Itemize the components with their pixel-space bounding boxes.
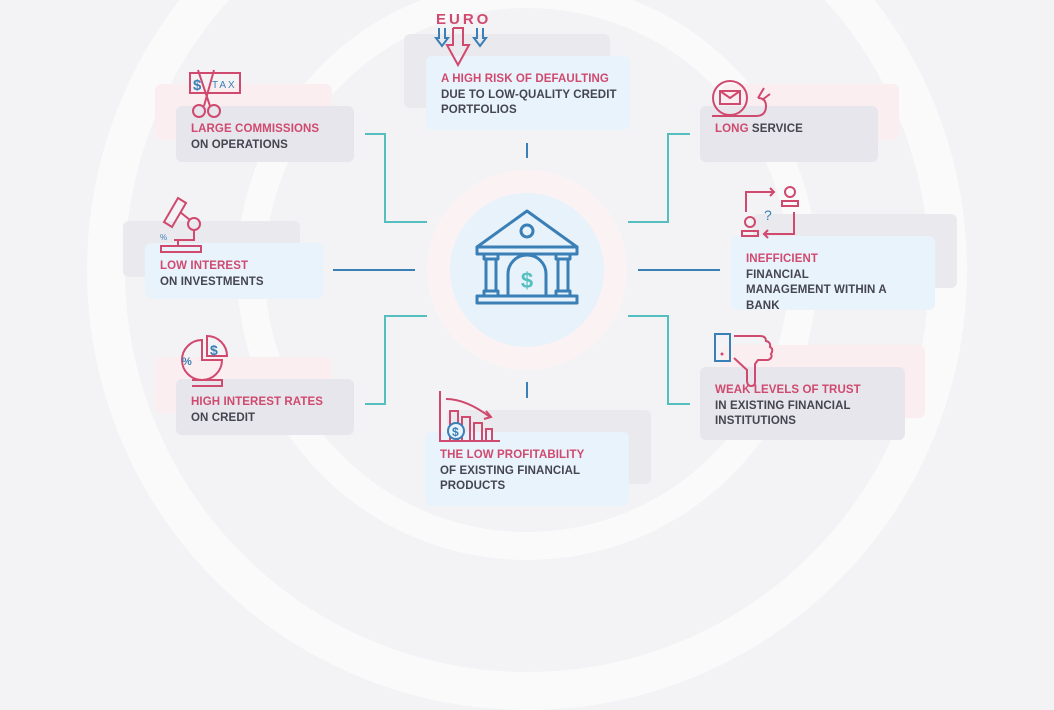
svg-text:$: $	[193, 77, 202, 94]
svg-text:$: $	[521, 268, 533, 293]
card-default-risk	[426, 56, 630, 130]
connector-bottom-right	[667, 403, 690, 405]
connector-top-right-v	[667, 133, 669, 223]
connector-top-left	[365, 133, 386, 135]
svg-text:TAX: TAX	[212, 80, 237, 91]
connector-bottom-left	[365, 403, 386, 405]
percent-pie-icon: % $	[181, 334, 229, 387]
svg-text:$: $	[452, 425, 459, 439]
connector-bottom-left-h	[384, 315, 427, 317]
svg-text:%: %	[182, 356, 192, 368]
connector-bottom-right-v	[667, 315, 669, 405]
connector-bottom	[526, 382, 528, 398]
connector-top-right-h	[628, 221, 669, 223]
bank-icon: $	[475, 209, 579, 305]
center-inner-circle	[450, 193, 604, 347]
connector-mid-right	[638, 269, 720, 271]
scissors-tax-icon: $ TAX	[189, 69, 241, 118]
card-high-rates	[176, 379, 354, 435]
connector-top	[526, 143, 528, 158]
svg-text:$: $	[210, 342, 218, 358]
connector-top-left-h	[384, 221, 427, 223]
card-low-profitability	[425, 432, 629, 506]
euro-down-arrows-icon: EURO	[434, 11, 491, 68]
declining-chart-icon: $	[439, 391, 500, 442]
users-question-icon: ?	[741, 186, 799, 239]
svg-text:EURO: EURO	[436, 11, 491, 28]
microscope-icon: %	[160, 196, 202, 253]
card-inefficient	[731, 236, 935, 310]
svg-text:?: ?	[764, 207, 772, 223]
item-text: LONG SERVICE	[715, 123, 803, 135]
card-weak-trust	[700, 367, 905, 440]
card-large-commissions	[176, 106, 354, 162]
connector-bottom-left-v	[384, 315, 386, 405]
connector-bottom-right-h	[628, 315, 669, 317]
connector-top-right	[667, 133, 690, 135]
connector-mid-left	[333, 269, 415, 271]
svg-text:%: %	[160, 233, 167, 242]
thumbs-down-icon	[714, 333, 774, 388]
connector-top-left-v	[384, 133, 386, 223]
snail-mail-icon	[712, 80, 771, 117]
